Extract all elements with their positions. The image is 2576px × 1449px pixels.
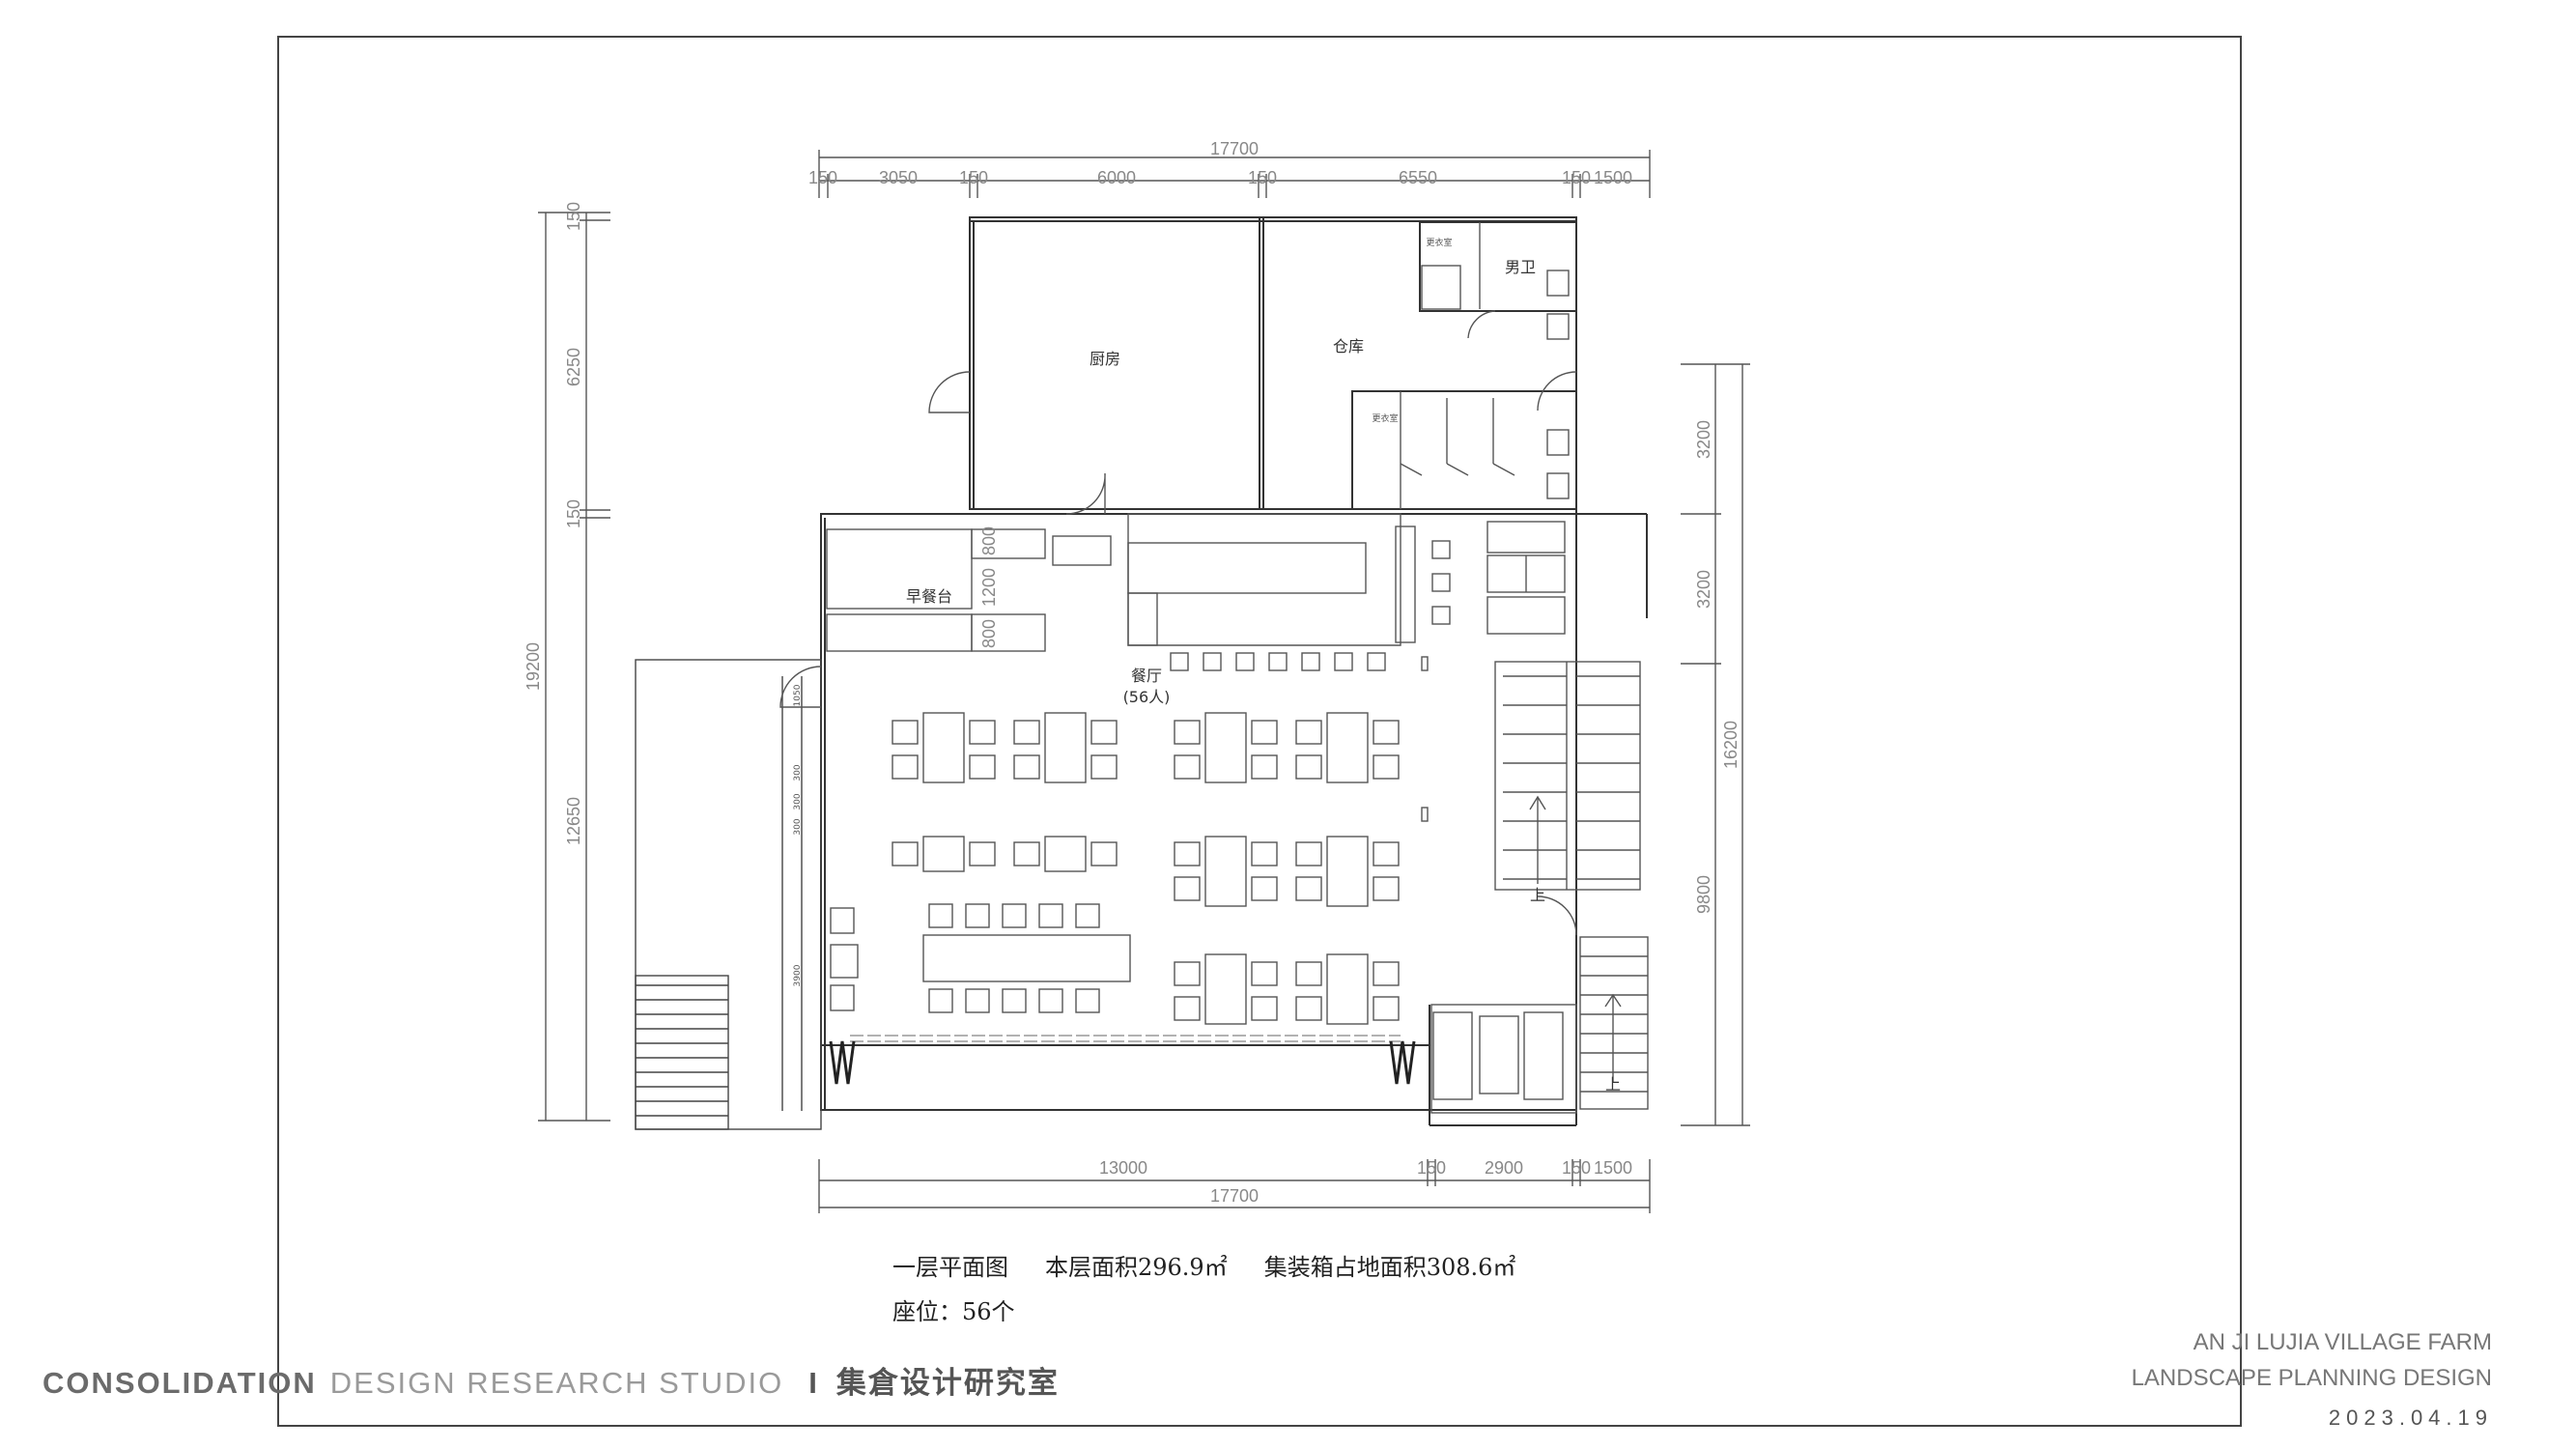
dim-small: 300	[793, 818, 803, 835]
dim-small: 1050	[793, 684, 803, 706]
container-area: 集装箱占地面积308.6㎡	[1263, 1254, 1516, 1281]
brand-name-light: DESIGN RESEARCH STUDIO	[329, 1366, 784, 1400]
left-dimensions	[538, 212, 610, 1122]
dim-inner: 800	[979, 619, 999, 648]
seat-count: 座位：56个	[892, 1298, 1015, 1325]
breakfast-counter-shape	[826, 528, 1112, 652]
dim-top-seg: 6000	[1097, 168, 1136, 187]
dim-right-overall: 16200	[1721, 721, 1741, 769]
right-dimensions	[1681, 363, 1750, 1126]
project-line-1: AN JI LUJIA VILLAGE FARM	[2193, 1329, 2492, 1355]
column-marker	[1421, 807, 1429, 822]
room-mens-toilet: 男卫	[1505, 258, 1536, 276]
dim-small: 3900	[793, 964, 803, 986]
dim-bottom-seg: 1500	[1594, 1158, 1632, 1178]
floor-area: 本层面积296.9㎡	[1045, 1254, 1228, 1281]
column-marker	[1421, 656, 1429, 671]
glazing	[829, 1035, 1416, 1085]
staircase-2	[1537, 895, 1649, 1110]
studio-brand: CONSOLIDATION DESIGN RESEARCH STUDIO I 集倉设计…	[42, 1358, 1060, 1402]
room-kitchen: 厨房	[1090, 350, 1120, 368]
dim-bottom-seg: 150	[1562, 1158, 1591, 1178]
dim-top-seg: 150	[1248, 168, 1277, 187]
dim-right-seg: 3200	[1694, 570, 1713, 609]
dim-small: 300	[793, 793, 803, 810]
staircase-1	[1494, 661, 1641, 891]
dim-top-seg: 150	[808, 168, 837, 187]
bar-counter	[1127, 513, 1416, 646]
left-terrace	[635, 659, 822, 1130]
dim-top-seg: 150	[959, 168, 988, 187]
dim-inner: 800	[979, 526, 999, 555]
room-dining-capacity: (56人)	[1123, 688, 1171, 706]
toilet-fixtures	[1400, 222, 1577, 509]
side-door	[779, 666, 822, 708]
room-changing: 更衣室	[1372, 412, 1398, 424]
dim-top-seg: 3050	[879, 168, 918, 187]
dim-bottom-seg: 150	[1417, 1158, 1446, 1178]
dim-top-seg: 6550	[1399, 168, 1437, 187]
dim-left-seg: 150	[564, 202, 583, 231]
brand-name-cn: 集倉设计研究室	[835, 1366, 1060, 1401]
dim-inner: 1200	[979, 568, 999, 607]
room-storage: 仓库	[1333, 337, 1364, 355]
dim-top-overall: 17700	[1210, 139, 1259, 158]
project-date: 2023.04.19	[2328, 1406, 2493, 1430]
dim-small: 300	[793, 764, 803, 781]
upper-block-walls	[969, 216, 1577, 517]
stair-up-label: 上	[1530, 886, 1545, 904]
bottom-dimensions	[818, 1159, 1651, 1213]
dim-right-seg: 9800	[1694, 875, 1713, 914]
lounge-furniture	[1430, 521, 1577, 1114]
plan-caption: 一层平面图 本层面积296.9㎡ 集装箱占地面积308.6㎡	[892, 1254, 1552, 1281]
dim-left-seg: 6250	[564, 348, 583, 386]
dim-top-seg: 1500	[1594, 168, 1632, 187]
drawing-frame	[277, 36, 2242, 1427]
kitchen-door	[928, 371, 971, 413]
dim-bottom-overall: 17700	[1210, 1186, 1259, 1206]
dim-right-seg: 3200	[1694, 420, 1713, 459]
project-line-2: LANDSCAPE PLANNING DESIGN	[2131, 1365, 2492, 1391]
dim-left-seg: 150	[564, 499, 583, 528]
dining-tables	[830, 712, 1400, 1025]
dim-left-overall: 19200	[524, 642, 543, 691]
dim-bottom-seg: 13000	[1099, 1158, 1147, 1178]
dim-bottom-seg: 2900	[1485, 1158, 1523, 1178]
stair-up-label: 上	[1605, 1075, 1621, 1094]
brand-separator: I	[808, 1366, 819, 1400]
room-dining: 餐厅	[1131, 667, 1162, 685]
room-changing: 更衣室	[1426, 237, 1452, 248]
kitchen-service-door	[1065, 472, 1106, 515]
room-breakfast-counter: 早餐台	[906, 587, 952, 606]
dim-left-seg: 12650	[564, 797, 583, 845]
plan-title: 一层平面图	[892, 1254, 1008, 1281]
top-dimensions	[818, 150, 1651, 198]
dim-top-seg: 150	[1562, 168, 1591, 187]
brand-name-bold: CONSOLIDATION	[42, 1366, 317, 1400]
bar-stools	[1170, 540, 1451, 671]
